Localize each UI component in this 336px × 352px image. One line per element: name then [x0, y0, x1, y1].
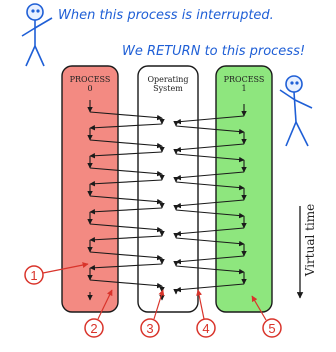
p1-to-os-arrow	[175, 171, 245, 181]
os-to-p0-arrow	[89, 151, 163, 159]
p0-to-os-arrow	[89, 111, 163, 121]
p0-to-os-arrow	[89, 139, 163, 149]
os-to-p1-arrow	[175, 237, 245, 247]
p0-to-os-arrow	[89, 167, 163, 177]
os-to-p1-arrow	[175, 265, 245, 275]
marker-5-label: 5	[268, 321, 275, 336]
marker-4-label: 4	[202, 321, 209, 336]
process0-number: 0	[87, 84, 92, 93]
marker-5: 5	[251, 295, 282, 338]
os-to-p1-arrow	[175, 125, 245, 135]
os-column	[137, 65, 199, 313]
p0-to-os-arrow	[89, 251, 163, 261]
process1-title: PROCESS	[224, 75, 265, 84]
p0-to-os-arrow	[89, 195, 163, 205]
marker-1-label: 1	[30, 268, 37, 283]
marker-2-label: 2	[90, 321, 97, 336]
stick-figure-top-icon	[21, 3, 53, 67]
p0-to-os-arrow	[89, 279, 163, 289]
process1-number: 1	[241, 84, 246, 93]
p1-to-os-arrow	[175, 115, 245, 125]
caption-return: We RETURN to this process!	[122, 44, 306, 59]
os-title-line2: System	[153, 84, 183, 93]
os-to-p0-arrow	[89, 263, 163, 271]
p1-to-os-arrow	[175, 255, 245, 265]
os-to-p0-arrow	[89, 123, 163, 131]
os-to-p1-arrow	[175, 181, 245, 191]
os-to-p1-arrow	[175, 209, 245, 219]
marker-1: 1	[24, 262, 89, 285]
virtual-time-label: Virtual time	[303, 204, 317, 278]
execution-flow-arrows	[87, 100, 247, 301]
p1-to-os-arrow	[175, 283, 245, 293]
marker-4: 4	[196, 289, 216, 338]
os-to-p1-arrow	[175, 153, 245, 163]
p1-to-os-arrow	[175, 227, 245, 237]
marker-2: 2	[84, 289, 113, 338]
os-to-p0-arrow	[89, 207, 163, 215]
os-to-p0-arrow	[89, 235, 163, 243]
marker-3: 3	[140, 289, 165, 338]
os-title-line1: Operating	[147, 75, 188, 84]
os-to-p0-arrow	[89, 179, 163, 187]
p0-to-os-arrow	[89, 223, 163, 233]
p1-to-os-arrow	[175, 199, 245, 209]
process0-title: PROCESS	[70, 75, 111, 84]
stick-figure-right-icon	[279, 75, 313, 147]
p1-to-os-arrow	[175, 143, 245, 153]
marker-3-label: 3	[146, 321, 153, 336]
caption-interrupted: When this process is interrupted.	[58, 8, 274, 23]
